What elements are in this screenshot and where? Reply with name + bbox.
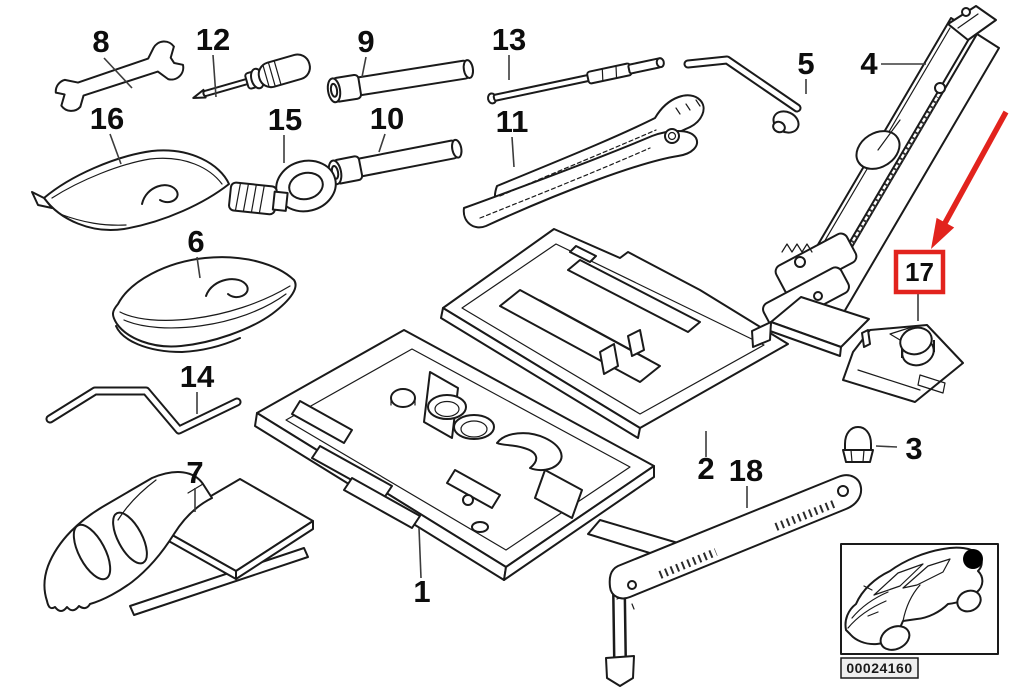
part-number[interactable]: 2 (697, 451, 714, 486)
part-callout-4[interactable]: 4 (860, 46, 926, 81)
part-number[interactable]: 10 (370, 101, 404, 136)
part-callout-9[interactable]: 9 (357, 24, 375, 78)
tow-hook-drawing (228, 159, 337, 216)
part-callout-6[interactable]: 6 (187, 224, 205, 279)
scissor-jack-drawing (751, 5, 1000, 357)
highlight-arrow (931, 110, 1009, 249)
leader-line (361, 56, 367, 78)
part-callout-13[interactable]: 13 (492, 22, 526, 80)
car-location-thumbnail: 00024160 (840, 543, 999, 679)
leader-line (511, 136, 515, 168)
image-code-label-box (840, 657, 919, 679)
tool-tray-drawing (254, 329, 679, 581)
part-callout-5[interactable]: 5 (797, 46, 815, 94)
jack-fixing-bracket-drawing (842, 324, 964, 403)
tool-bag-cloth-drawing (31, 149, 230, 231)
part-number[interactable]: 12 (196, 22, 230, 57)
part-number[interactable]: 15 (268, 102, 302, 137)
socket-tube-drawing (326, 59, 475, 104)
wheel-chock-drawing (43, 471, 314, 616)
lug-wrench-drawing (683, 55, 802, 134)
part-number[interactable]: 13 (492, 22, 526, 57)
part-number[interactable]: 18 (729, 453, 763, 488)
part-number[interactable]: 14 (180, 359, 215, 394)
cap-nut-drawing (842, 426, 874, 463)
socket-tube-2-drawing (327, 138, 463, 186)
part-number[interactable]: 17 (905, 257, 934, 287)
extension-rod-drawing (486, 57, 665, 105)
part-callout-11[interactable]: 11 (496, 104, 529, 168)
part-number[interactable]: 9 (357, 24, 374, 59)
part-callout-7[interactable]: 7 (186, 455, 204, 512)
bent-rod-drawing (45, 386, 242, 435)
part-number[interactable]: 6 (187, 224, 204, 259)
part-callout-18[interactable]: 18 (729, 453, 763, 508)
part-callout-1[interactable]: 1 (413, 527, 431, 609)
part-number[interactable]: 16 (90, 101, 124, 136)
highlight-box (893, 249, 946, 295)
part-callout-15[interactable]: 15 (268, 102, 302, 163)
part-number[interactable]: 5 (797, 46, 814, 81)
leader-line (418, 527, 422, 579)
part-number[interactable]: 4 (860, 46, 878, 81)
part-callout-3[interactable]: 3 (875, 431, 923, 466)
trunk-trim-panel-drawing (440, 228, 789, 439)
leader-line (196, 256, 201, 279)
part-number[interactable]: 7 (186, 455, 203, 490)
leader-line (109, 133, 122, 165)
part-number[interactable]: 3 (905, 431, 922, 466)
part-callout-12[interactable]: 12 (196, 22, 230, 98)
pliers-drawing (462, 94, 705, 229)
leader-line (103, 57, 133, 89)
part-callout-2[interactable]: 2 (697, 431, 715, 486)
part-callout-17-highlighted[interactable]: 17 (893, 249, 946, 321)
image-code-label: 00024160 (846, 660, 912, 676)
part-callout-16[interactable]: 16 (90, 101, 124, 165)
leader-line (378, 133, 386, 153)
part-number[interactable]: 1 (413, 574, 430, 609)
part-callout-14[interactable]: 14 (180, 359, 215, 414)
location-dot (963, 549, 983, 569)
part-number[interactable]: 11 (496, 104, 529, 139)
folding-wheel-brace-drawing (605, 474, 863, 687)
leader-line (212, 54, 217, 98)
folded-bag-drawing (112, 256, 297, 353)
part-callout-8[interactable]: 8 (92, 24, 133, 89)
screwdriver-drawing (192, 53, 311, 99)
part-callout-10[interactable]: 10 (370, 101, 404, 153)
part-number[interactable]: 8 (92, 24, 109, 59)
open-end-wrench-drawing (54, 40, 185, 112)
car-outline-drawing (844, 546, 984, 651)
leader-line (875, 445, 898, 448)
